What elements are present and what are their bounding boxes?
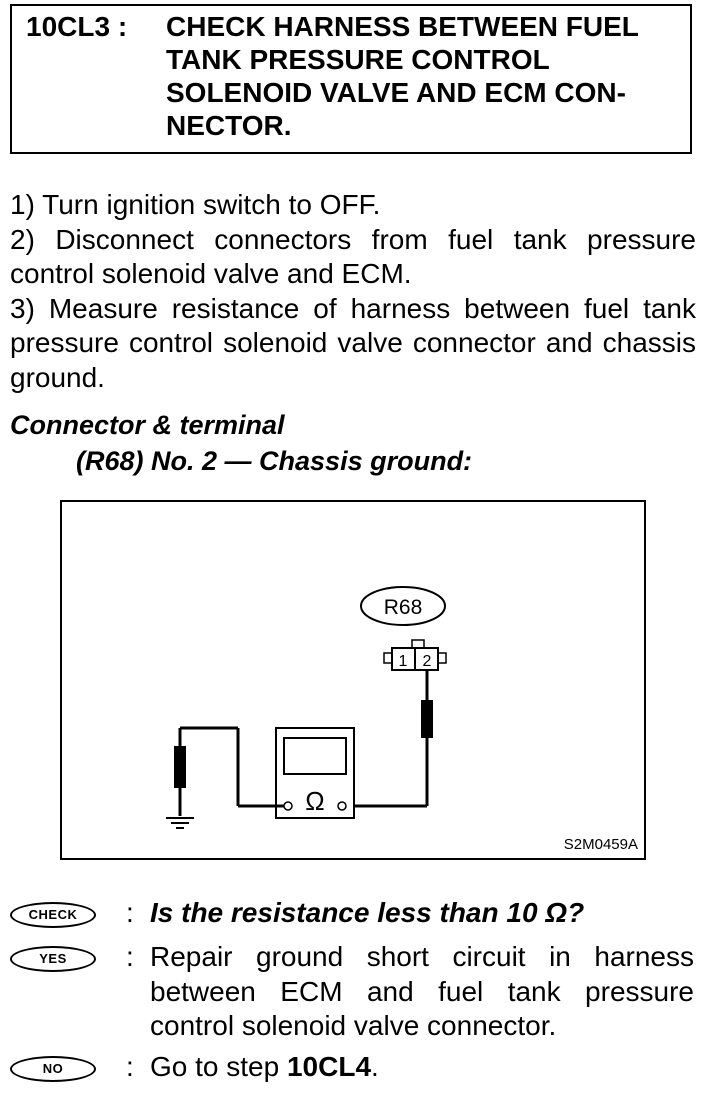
probe-lead-right <box>352 670 433 808</box>
instruction-list: 1) Turn ignition switch to OFF. 2) Disco… <box>10 188 696 395</box>
step-title: CHECK HARNESS BETWEEN FUEL TANK PRESSURE… <box>166 11 639 141</box>
no-colon: : <box>126 1051 134 1082</box>
no-action-suffix: . <box>371 1051 379 1082</box>
instruction-3: 3) Measure resistance of harness between… <box>10 292 696 393</box>
next-step-reference: 10CL4 <box>286 1051 372 1082</box>
check-badge: CHECK <box>10 902 96 928</box>
figure-code: S2M0459A <box>563 836 638 853</box>
wiring-diagram-svg: R68 1 2 Ω <box>166 586 447 829</box>
no-action-prefix: Go to step <box>150 1051 287 1082</box>
no-action: Go to step 10CL4. <box>150 1050 694 1085</box>
no-badge: NO <box>10 1056 96 1082</box>
yes-badge: YES <box>10 946 96 972</box>
chassis-ground-icon <box>166 817 194 829</box>
connector-label: R68 <box>384 596 423 619</box>
connector-callout <box>360 586 446 626</box>
terminal-1-label: 1 <box>399 653 408 670</box>
ohmmeter-icon: Ω <box>275 727 355 819</box>
terminal-2-label: 2 <box>423 653 432 670</box>
connector-icon: 1 2 <box>383 639 447 671</box>
step-header-box: 10CL3 : CHECK HARNESS BETWEEN FUEL TANK … <box>10 4 692 154</box>
instruction-1: 1) Turn ignition switch to OFF. <box>10 189 381 220</box>
spec-label: Connector & terminal <box>10 410 285 440</box>
wiring-diagram: R68 1 2 Ω <box>60 500 646 860</box>
yes-action: Repair ground short circuit in harness b… <box>150 941 694 1041</box>
probe-lead-left <box>174 726 284 816</box>
yes-colon: : <box>126 941 134 972</box>
spec-value: (R68) No. 2 — Chassis ground: <box>76 446 473 476</box>
step-id: 10CL3 : <box>26 11 128 42</box>
check-question: Is the resistance less than 10 Ω? <box>150 897 585 928</box>
check-colon: : <box>126 897 134 928</box>
instruction-2: 2) Disconnect connectors from fuel tank … <box>10 223 696 290</box>
ohm-symbol: Ω <box>305 786 324 816</box>
